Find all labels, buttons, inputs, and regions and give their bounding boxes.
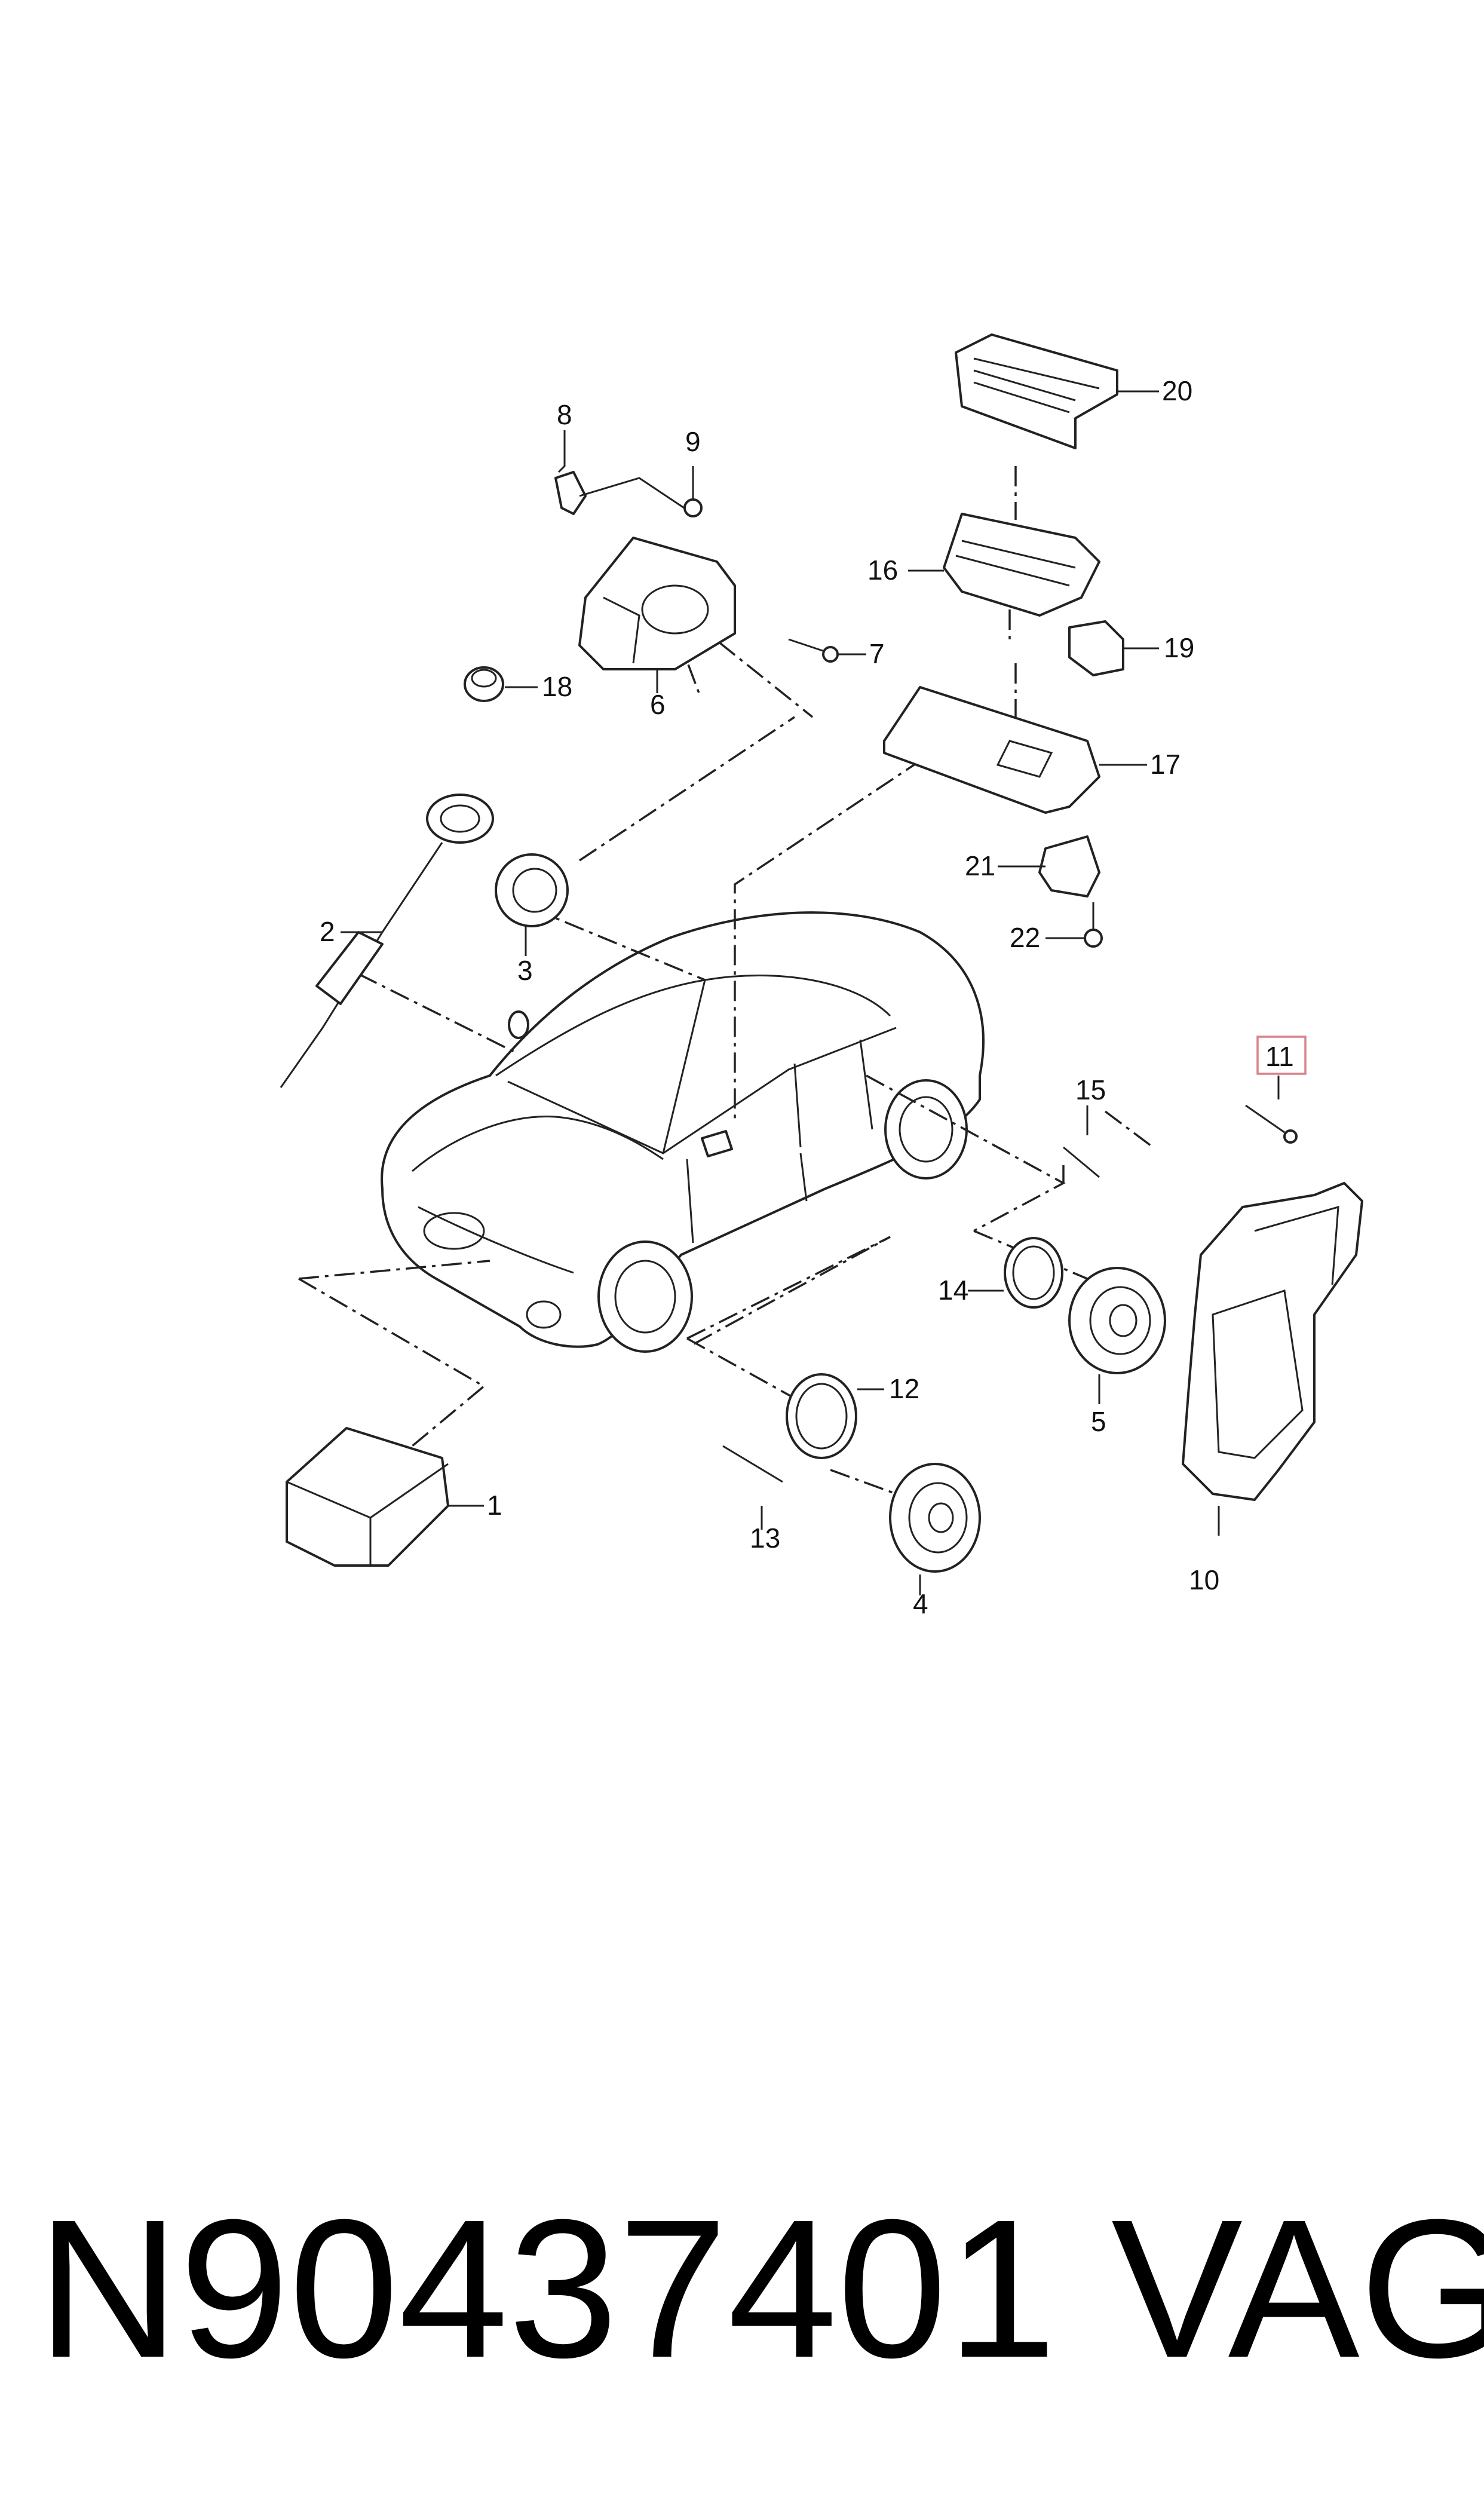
callout-16: 16 bbox=[867, 555, 898, 586]
part-20-cover bbox=[955, 333, 1159, 449]
callout-15: 15 bbox=[1075, 1074, 1106, 1105]
part-8-bracket bbox=[554, 430, 694, 515]
part-2-cable bbox=[280, 794, 494, 1088]
part-number: N90437401 bbox=[37, 2178, 1057, 2398]
part-9-screw bbox=[683, 466, 703, 517]
part-17-bracket bbox=[883, 686, 1147, 814]
callout-4: 4 bbox=[913, 1588, 928, 1619]
callout-17: 17 bbox=[1150, 749, 1181, 780]
part-7-screw bbox=[788, 638, 866, 663]
part-22-screw bbox=[1045, 902, 1103, 948]
dash-leaders bbox=[298, 466, 1154, 1495]
brand-label: VAG bbox=[1111, 2178, 1484, 2398]
callout-9: 9 bbox=[685, 426, 701, 457]
callout-labels: 1 2 3 4 5 6 7 8 9 10 11 12 13 14 15 16 1… bbox=[320, 375, 1294, 1619]
part-10-door-module bbox=[1182, 1182, 1363, 1536]
callout-5: 5 bbox=[1091, 1406, 1106, 1437]
part-15-rivet bbox=[1063, 1105, 1100, 1178]
callout-7: 7 bbox=[869, 638, 885, 669]
callout-18: 18 bbox=[542, 671, 572, 702]
part-6-speaker-box bbox=[578, 537, 736, 693]
part-1-module bbox=[286, 1427, 484, 1567]
callout-20: 20 bbox=[1162, 375, 1192, 406]
callout-14: 14 bbox=[938, 1275, 968, 1306]
callout-21: 21 bbox=[965, 850, 995, 881]
parts-diagram: 1 2 3 4 5 6 7 8 9 10 11 12 13 14 15 16 1… bbox=[280, 333, 1363, 1619]
part-13-rivet bbox=[722, 1445, 783, 1530]
callout-19: 19 bbox=[1164, 632, 1194, 663]
callout-10: 10 bbox=[1189, 1564, 1219, 1595]
part-11-screw bbox=[1245, 1036, 1307, 1144]
callout-8: 8 bbox=[557, 399, 572, 430]
callout-2: 2 bbox=[320, 916, 335, 947]
part-21-holder bbox=[998, 835, 1100, 897]
part-3-tweeter bbox=[495, 853, 569, 956]
callout-12: 12 bbox=[889, 1373, 919, 1404]
part-4-speaker bbox=[889, 1463, 981, 1595]
footer: N90437401 VAG bbox=[0, 2175, 1484, 2426]
car-illustration bbox=[381, 911, 985, 1353]
callout-3: 3 bbox=[517, 955, 533, 986]
highlight-box bbox=[1256, 1036, 1307, 1075]
callout-1: 1 bbox=[487, 1490, 502, 1521]
callout-13: 13 bbox=[750, 1523, 780, 1554]
callout-6: 6 bbox=[650, 689, 666, 720]
part-5-speaker bbox=[1068, 1267, 1166, 1404]
part-12-ring bbox=[786, 1373, 884, 1459]
part-16-amplifier bbox=[908, 513, 1100, 617]
part-14-ring bbox=[968, 1237, 1063, 1309]
callout-11: 11 bbox=[1265, 1041, 1294, 1072]
part-18-grommet bbox=[464, 666, 538, 702]
part-19-clip bbox=[1068, 620, 1159, 676]
callout-22: 22 bbox=[1010, 922, 1040, 953]
